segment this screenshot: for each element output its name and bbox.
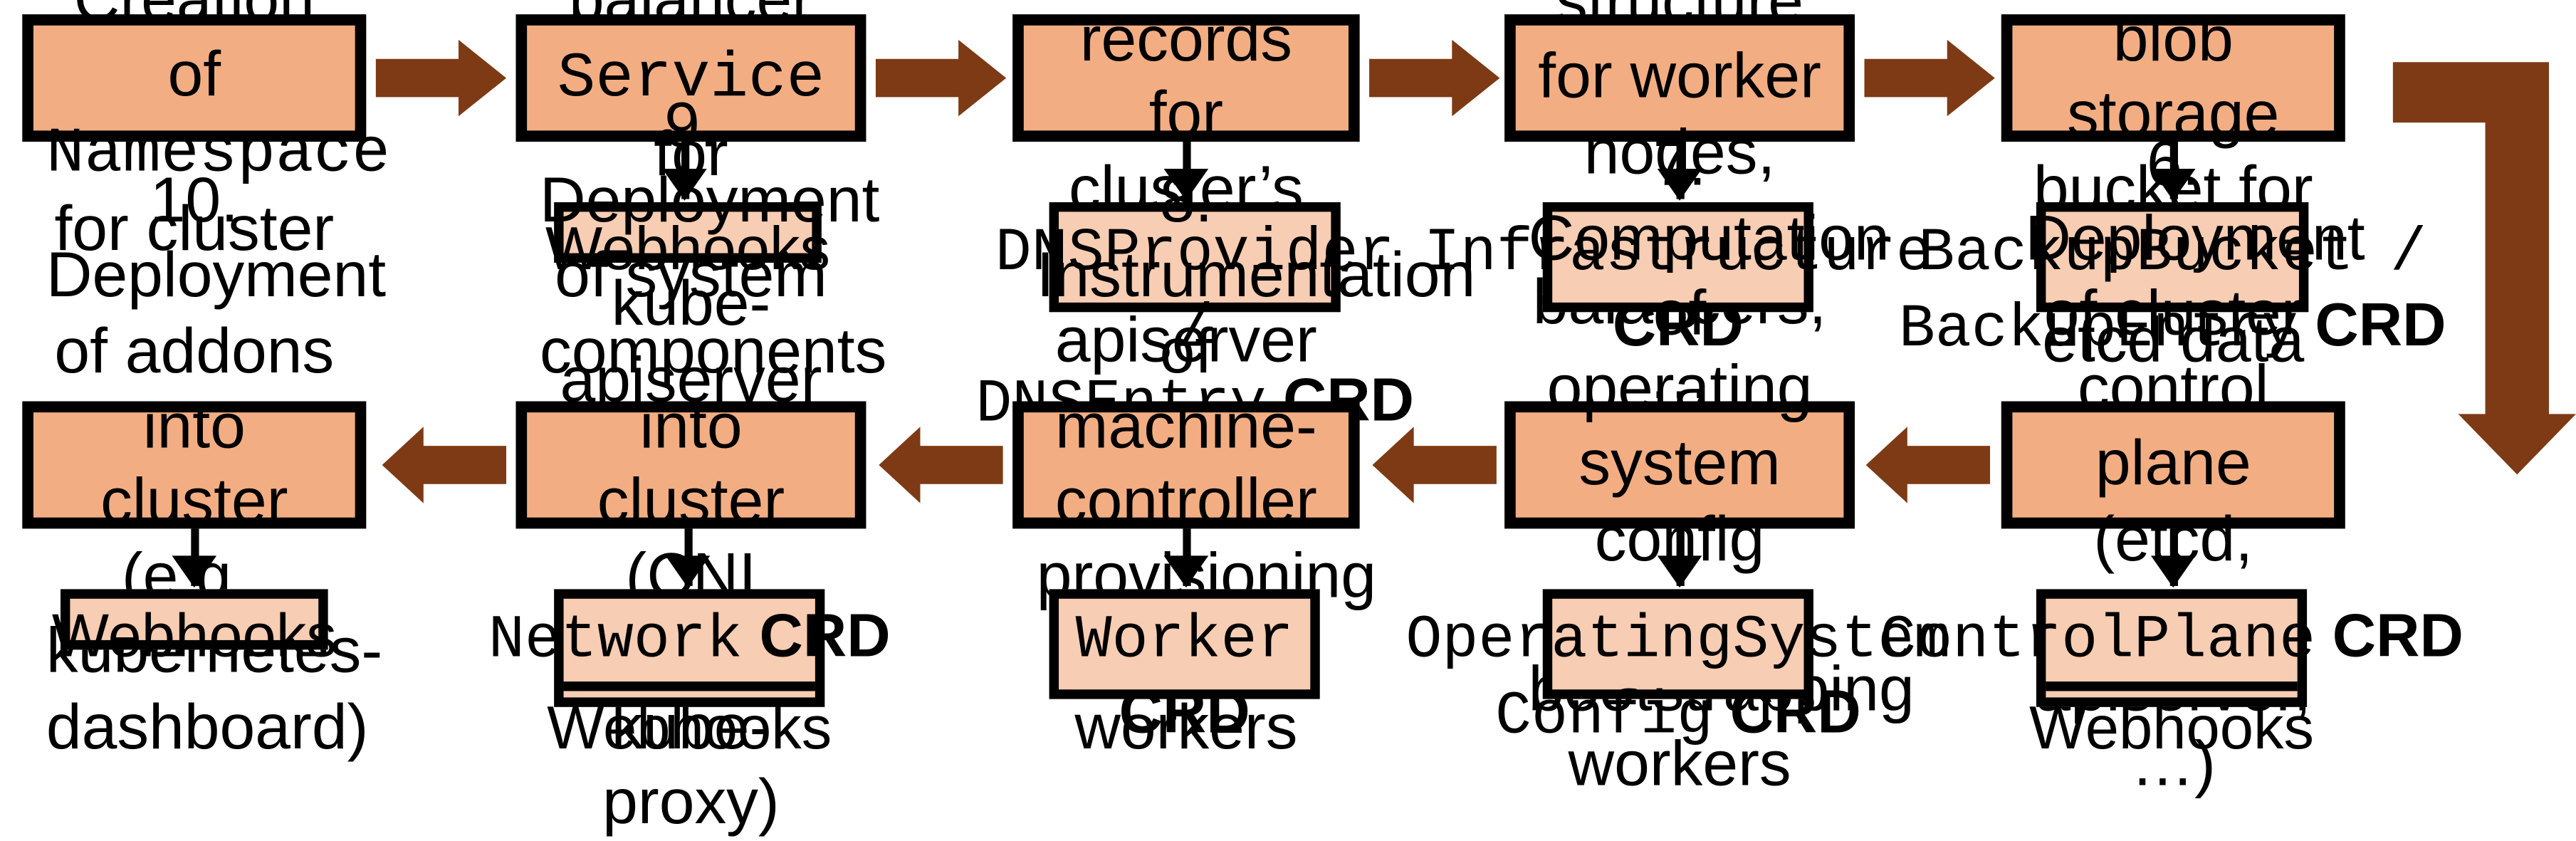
step-box-4[interactable]: 4. Preparation of infra- structure for w… (1504, 0, 1855, 412)
crd-spacer (1713, 679, 1730, 746)
step-box-10[interactable]: 10. Deployment of addons into cluster (e… (22, 166, 386, 762)
artifact-box-step-3[interactable]: DNSProvider / DNSEntry CRD (975, 202, 1414, 440)
step-6-line-1: 6. Deployment of cluster (2025, 128, 2365, 349)
crd-name-line-1: Network (488, 606, 743, 676)
artifact-box-step-4[interactable]: Infrastructure CRD (1424, 202, 1932, 359)
flow-arrow-9-to-10 (382, 427, 507, 503)
step-8-line-1: 8. Instrumentation of (1036, 166, 1476, 387)
flow-arrow-3-to-4 (1369, 39, 1500, 117)
connector-step-5-to-artifact (2142, 142, 2205, 201)
crd-name-line-1: BackupBucket / (1918, 219, 2427, 288)
flow-arrow-4-to-5 (1864, 39, 1995, 117)
step-box-2[interactable]: 2. Creation of load balancer Service for… (515, 0, 866, 415)
connector-step-4-to-artifact (1648, 142, 1711, 201)
step-9-line-1: 9. Deployment of system (540, 90, 880, 312)
artifact-box-step-9[interactable]: Network CRD Webhooks (488, 589, 891, 762)
crd-name-line-1: ControlPlane (1880, 606, 2316, 676)
crd-name-line-1: OperatingSystem (1405, 606, 1951, 676)
step-10-line-1: 10. Deployment of addons (46, 166, 387, 387)
webhooks-label: Webhooks (2029, 695, 2315, 763)
crd-name-line-1: DNSProvider / (995, 219, 1395, 365)
flow-arrow-2-to-3 (875, 39, 1007, 117)
step-box-7[interactable]: 7. Computation of operating system confi… (1504, 128, 1915, 800)
artifact-box-step-6[interactable]: ControlPlane CRD Webhooks (1880, 589, 2464, 762)
step-box-6[interactable]: 6. Deployment of cluster control plane (… (2001, 128, 2365, 800)
step-8-line-2: machine-controller (1054, 391, 1317, 537)
step-box-5[interactable]: 5. Preparation of backup blob storage bu… (2001, 4, 2345, 375)
connector-step-9-to-artifact (656, 528, 719, 588)
crd-text: Worker CRD (1076, 602, 1294, 750)
artifact-cell-crd: BackupBucket / BackupEntry CRD (1899, 211, 2446, 370)
arrowhead-icon (2150, 169, 2196, 201)
crd-text: Network CRD (488, 602, 891, 677)
connector-step-8-to-artifact (1154, 528, 1218, 588)
artifact-box-step-2[interactable]: Webhooks (545, 202, 830, 283)
connector-step-2-to-artifact (653, 142, 716, 201)
diagram-canvas: 1. Creation of Namespace for cluster 2. … (22, 0, 2576, 837)
artifact-box-step-7[interactable]: OperatingSystem Config CRD (1405, 589, 1950, 751)
crd-text: BackupBucket / BackupEntry CRD (1899, 215, 2446, 367)
artifact-cell-crd: Infrastructure CRD (1424, 211, 1932, 366)
step-box-1[interactable]: 1. Creation of Namespace for cluster (22, 0, 390, 265)
step-7-line-1: 7. Computation of (1528, 128, 1890, 349)
artifact-cell-webhooks: Webhooks (547, 681, 832, 769)
flow-arrow-5-to-6-wrap (2340, 48, 2576, 509)
flow-arrow-8-to-9 (879, 427, 1003, 503)
arrowhead-icon (1163, 555, 1209, 588)
step-1-line-2: Namespace (46, 119, 390, 192)
crd-text: ControlPlane CRD (1880, 602, 2464, 677)
artifact-cell-crd: Worker CRD (1059, 599, 1310, 753)
step-2-line-2a: balancer (569, 0, 813, 35)
connector-step-6-to-artifact (2142, 528, 2205, 588)
crd-label: CRD (1119, 679, 1250, 746)
artifact-cell-webhooks: Webhooks (2029, 681, 2314, 769)
flow-arrow-7-to-8 (1372, 427, 1497, 503)
crd-name-line-2: BackupEntry (1898, 296, 2298, 365)
step-1-text: 1. Creation of Namespace for cluster (46, 0, 390, 268)
artifact-box-step-8[interactable]: Worker CRD (1049, 589, 1320, 746)
crd-name-line-2: Config (1495, 682, 1713, 751)
arrowhead-icon (172, 555, 217, 588)
crd-label: CRD (2315, 292, 2446, 360)
step-4-line-2: structure for worker (1538, 0, 1821, 113)
crd-text: OperatingSystem Config CRD (1405, 602, 1950, 753)
step-1-line-3: for cluster (54, 194, 335, 265)
artifact-box-step-10[interactable]: Webhooks (52, 589, 337, 670)
connector-step-3-to-artifact (1154, 142, 1218, 201)
crd-spacer (743, 603, 760, 670)
artifact-cell-crd: OperatingSystem Config CRD (1405, 599, 1950, 757)
webhooks-label: Webhooks (545, 216, 830, 284)
step-box-3[interactable]: 3. Creation of DNS records for cluster’s… (1012, 4, 1360, 375)
crd-name-line-1: Infrastructure (1423, 219, 1932, 288)
crd-label: CRD (1612, 292, 1744, 360)
connector-step-7-to-artifact (1648, 528, 1711, 588)
step-box-8[interactable]: 8. Instrumentation of machine-controller… (1012, 166, 1475, 762)
crd-label: CRD (759, 603, 891, 671)
flow-arrow-1-to-2 (375, 39, 507, 117)
artifact-box-step-5[interactable]: BackupBucket / BackupEntry CRD (1899, 202, 2446, 364)
arrowhead-icon (665, 555, 711, 588)
flow-arrow-6-to-7 (1865, 427, 1991, 503)
crd-name-line-1: Worker (1075, 606, 1294, 676)
webhooks-label: Webhooks (547, 695, 832, 763)
arrowhead-icon (662, 169, 707, 201)
crd-spacer (2315, 603, 2332, 670)
arrowhead-icon (1163, 169, 1209, 201)
arrowhead-icon (1657, 555, 1702, 588)
artifact-cell-crd: Network CRD (488, 599, 891, 681)
crd-label: CRD (1729, 679, 1861, 746)
artifact-cell-crd: ControlPlane CRD (1880, 599, 2464, 681)
crd-label: CRD (2332, 603, 2464, 671)
artifact-cell-webhooks: Webhooks (545, 211, 830, 291)
step-1-line-1: 1. Creation of (74, 0, 315, 110)
arrowhead-icon (2150, 555, 2196, 588)
connector-step-10-to-artifact (162, 528, 226, 588)
artifact-cell-webhooks: Webhooks (52, 599, 337, 678)
step-box-9[interactable]: 9. Deployment of system components into … (515, 91, 886, 837)
webhooks-label: Webhooks (51, 603, 337, 671)
step-2-line-2b: Service (557, 44, 825, 117)
arrowhead-icon (1657, 169, 1702, 201)
step-9-line-2: components into cluster (540, 316, 887, 537)
crd-text: Infrastructure CRD (1424, 215, 1932, 363)
